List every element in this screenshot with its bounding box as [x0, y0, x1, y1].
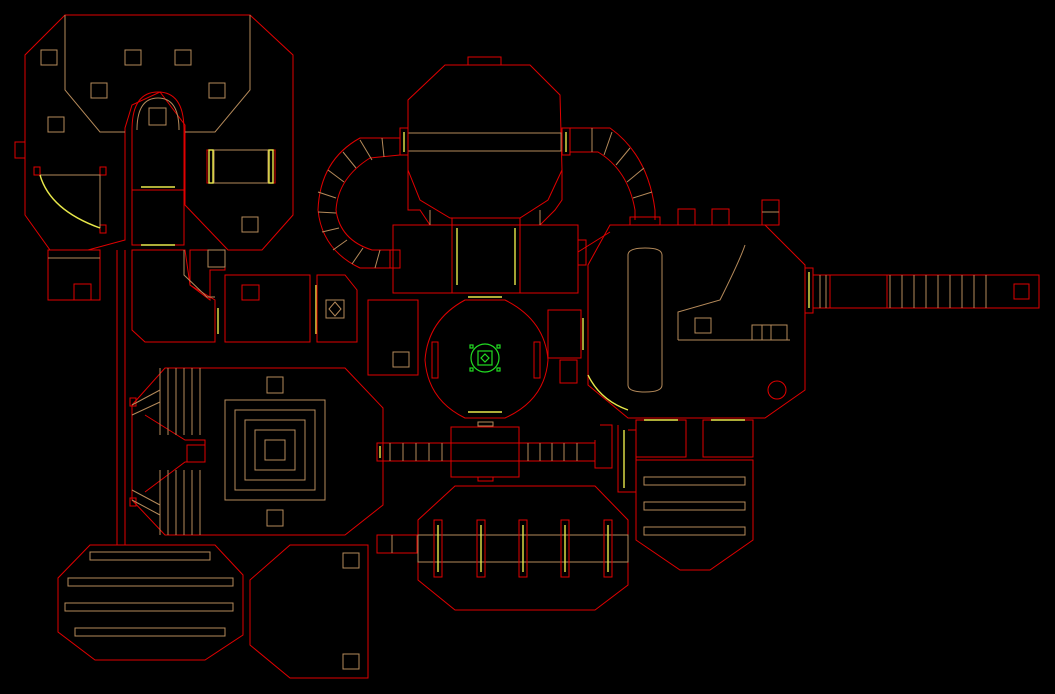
player-arrow-icon: [469, 343, 501, 373]
room-bottom-center-hall: [376, 485, 629, 611]
room-bottom-center-left: [249, 544, 369, 679]
corridor-right-arm: [804, 267, 1040, 314]
corridor-right-arc: [570, 127, 661, 226]
corridor-horizontal-center: [376, 424, 613, 482]
room-top-dome: [399, 56, 571, 219]
room-small-box: [367, 299, 419, 376]
corridor-left-arc: [317, 137, 401, 269]
room-right-bottom-cells: [617, 419, 754, 493]
room-under-dome: [392, 170, 587, 298]
room-center-right-pillar: [547, 309, 584, 384]
room-pyramid: [129, 367, 384, 536]
room-left-stub: [47, 249, 101, 301]
room-right-big: [577, 199, 806, 419]
corridor-vertical-left: [116, 130, 185, 545]
room-right-bottom-stripes: [635, 459, 754, 571]
room-central-round: [424, 299, 549, 427]
room-top-left-hall: [14, 14, 294, 251]
room-bent-corridor: [131, 249, 358, 343]
room-bottom-left-stripes: [57, 544, 244, 661]
